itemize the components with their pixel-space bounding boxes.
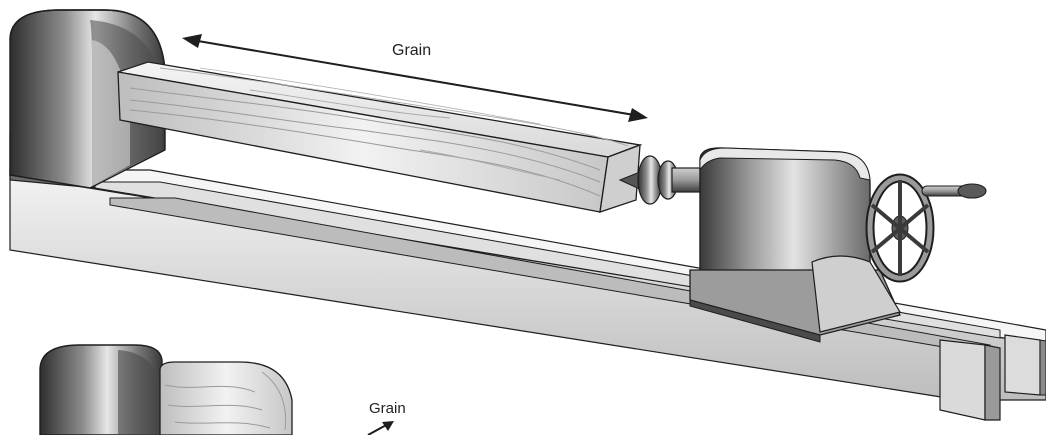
wood-workpiece	[117, 61, 643, 213]
grain-label-bottom: Grain	[369, 400, 406, 417]
grain-arrow-top	[182, 34, 648, 122]
grain-label-top: Grain	[392, 42, 431, 59]
tailstock	[689, 147, 901, 343]
bottom-headstock	[39, 344, 163, 435]
handwheel	[865, 173, 987, 283]
grain-arrow-bottom	[367, 421, 394, 435]
headstock	[9, 9, 166, 189]
bottom-wood-disc	[159, 361, 293, 435]
